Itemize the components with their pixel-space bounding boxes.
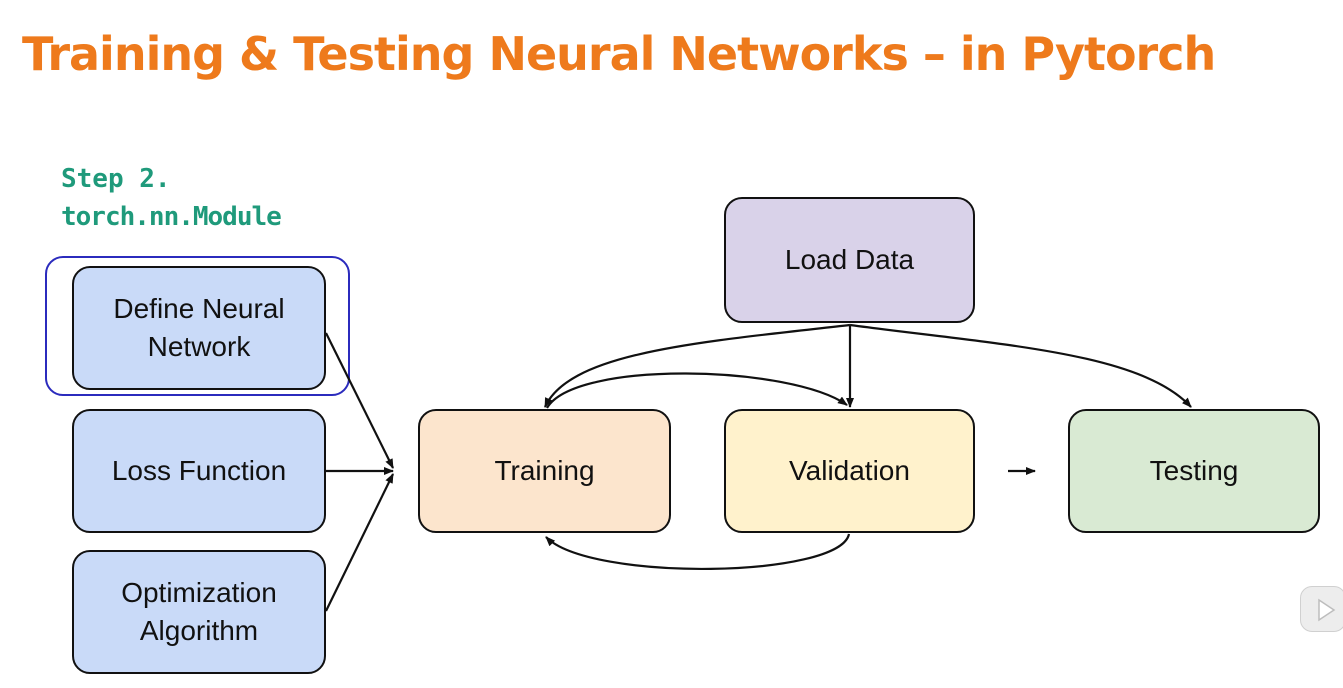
- arrow-load-to-testing: [849, 323, 1192, 408]
- testing-box: Testing: [1068, 409, 1320, 533]
- loss-function-label: Loss Function: [111, 455, 287, 486]
- optimization-algorithm-box: Optimization Algorithm: [72, 550, 326, 674]
- validation-label: Validation: [789, 455, 910, 486]
- load-data-box: Load Data: [724, 197, 975, 323]
- step-label: Step 2.: [61, 164, 171, 194]
- training-box: Training: [418, 409, 671, 533]
- step-module-name: torch.nn.Module: [61, 202, 282, 232]
- highlight-outline: [45, 256, 350, 396]
- arrow-define-to-training: [325, 332, 394, 469]
- arrow-training-to-validation: [546, 372, 848, 409]
- loss-function-box: Loss Function: [72, 409, 326, 533]
- optimization-algorithm-label: Optimization Algorithm: [121, 577, 277, 646]
- define-neural-network-label: Define Neural Network: [113, 293, 285, 362]
- page-title: Training & Testing Neural Networks – in …: [22, 27, 1216, 81]
- arrow-optimization-to-training: [325, 473, 394, 612]
- testing-label: Testing: [1149, 455, 1239, 486]
- play-triangle-icon: [1318, 598, 1336, 622]
- play-icon[interactable]: [1300, 586, 1343, 632]
- load-data-label: Load Data: [784, 244, 915, 275]
- validation-box: Validation: [724, 409, 975, 533]
- training-label: Training: [494, 455, 595, 486]
- arrow-load-to-training: [543, 323, 851, 408]
- define-neural-network-box: Define Neural Network: [72, 266, 326, 390]
- arrow-validation-to-training: [545, 533, 851, 571]
